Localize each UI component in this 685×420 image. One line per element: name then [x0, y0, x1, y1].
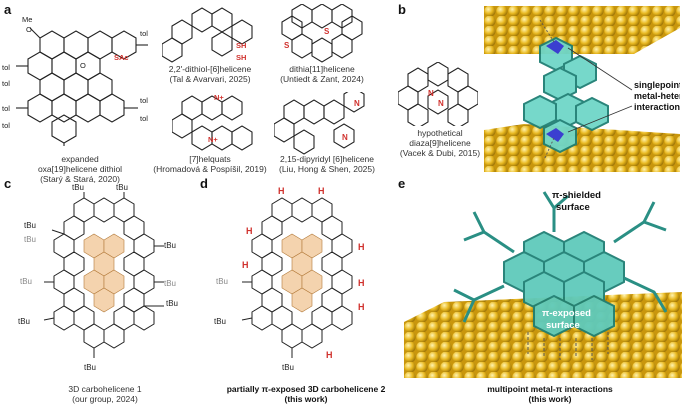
caption-helquat-line2: (Hromadová & Pospíšil, 2019) [153, 164, 267, 174]
panel-label-b: b [398, 2, 406, 17]
caption-diaza9: hypothetical diaza[9]helicene (Vacek & D… [392, 128, 488, 158]
caption-d-line1: partially π-exposed 3D carbohelicene 2 [226, 384, 386, 394]
caption-dipyridyl6-line2: (Liu, Hong & Shen, 2025) [279, 164, 375, 174]
diaza-n-label-2: N [438, 99, 444, 108]
helquat-7-structure: N+ N+ [172, 93, 253, 151]
caption-dithia11-line2: (Untiedt & Zant, 2024) [280, 74, 364, 84]
tbu-label-1: tBu [72, 183, 84, 192]
caption-dithia11-line1: dithia[11]helicene [289, 64, 355, 74]
caption-diaza9-line2: diaza[9]helicene [409, 138, 471, 148]
pyridyl-n-label-2: N [342, 133, 348, 142]
thioacetate-label-top: SAc [114, 53, 129, 62]
tbu-label-10: tBu [84, 363, 96, 372]
caption-dithia11: dithia[11]helicene (Untiedt & Zant, 2024… [262, 64, 382, 84]
oxygen-label-2: O [80, 61, 86, 70]
tolyl-label-5: tol [140, 29, 148, 38]
caption-oxa19-line2: oxa[19]helicene dithiol [37, 164, 123, 174]
tbu-label-3: tBu [24, 221, 36, 230]
hydrogen-label-1: H [278, 186, 285, 196]
panel-label-e: e [398, 176, 406, 191]
caption-dipyridyl6: 2,15-dipyridyl [6]helicene (Liu, Hong & … [262, 154, 392, 174]
carbohelicene-2-structure: H H H H tBu H H H tBu H tBu [214, 186, 365, 372]
annotation-line2: metal-heteroatom [634, 91, 680, 101]
caption-oxa19-line1: expanded [61, 154, 99, 164]
caption-d-line2: (this work) [284, 394, 328, 404]
caption-c-line1: 3D carbohelicene 1 [68, 384, 142, 394]
pyridinium-label-1: N+ [214, 93, 224, 102]
d-tbu-label-2: tBu [214, 317, 226, 326]
caption-oxa19-line3: (Starý & Stará, 2020) [40, 174, 120, 184]
caption-e-line1: multipoint metal-π interactions [487, 384, 613, 394]
carbohelicene-1-structure: tBu tBu tBu tBu tBu tBu tBu tBu tBu tBu [18, 183, 178, 372]
oxygen-label: O [26, 25, 32, 34]
hydrogen-label-3: H [246, 226, 253, 236]
dithiol-6-helicene-structure: SH SH [162, 7, 253, 63]
junction-rendering-b: singlepoint metal-heteroatom interaction [484, 6, 680, 172]
tbu-label-5: tBu [164, 241, 176, 250]
caption-e-line2: (this work) [528, 394, 572, 404]
hydrogen-label-5: H [242, 260, 249, 270]
gold-electrode-top [484, 6, 680, 54]
d-tbu-label-1: tBu [216, 277, 228, 286]
pyridyl-n-label-1: N [354, 99, 360, 108]
tolyl-label-1: tol [2, 63, 10, 72]
panel-label-d: d [200, 176, 208, 191]
caption-helquat-line1: [7]helquats [189, 154, 231, 164]
d-tbu-label-3: tBu [282, 363, 294, 372]
caption-dithiol6-line2: (Tal & Avarvari, 2025) [169, 74, 251, 84]
panel-label-c: c [4, 176, 12, 191]
methyl-label: Me [22, 15, 32, 24]
hydrogen-label-7: H [358, 302, 365, 312]
caption-helquat: [7]helquats (Hromadová & Pospíšil, 2019) [150, 154, 270, 174]
surface-rendering-e: π-shielded surface π-exposed surface [404, 190, 682, 378]
panel-label-a: a [4, 2, 12, 17]
dipyridyl-6-helicene-structure: N N [274, 92, 365, 155]
annotation-line3: interaction [634, 102, 680, 112]
caption-oxa19: expanded oxa[19]helicene dithiol (Starý … [10, 154, 150, 184]
caption-dipyridyl6-line1: 2,15-dipyridyl [6]helicene [279, 154, 375, 164]
tolyl-label-4: tol [2, 121, 10, 130]
annotation-line1: singlepoint [634, 80, 680, 90]
hydrogen-label-8: H [326, 350, 333, 360]
sulfur-label-2: S [324, 27, 330, 36]
caption-dithiol6: 2,2'-dithiol-[6]helicene (Tal & Avarvari… [150, 64, 270, 84]
caption-dithiol6-line1: 2,2'-dithiol-[6]helicene [168, 64, 252, 74]
tolyl-label-3: tol [2, 104, 10, 113]
caption-carbohelicene-2: partially π-exposed 3D carbohelicene 2 (… [208, 384, 404, 404]
tbu-label-4: tBu [24, 235, 36, 244]
diaza-n-label-1: N [428, 89, 434, 98]
caption-carbohelicene-1: 3D carbohelicene 1 (our group, 2024) [40, 384, 170, 404]
pi-exposed-line1: π-exposed [542, 308, 591, 319]
hydrogen-label-2: H [318, 186, 325, 196]
dithia-11-helicene-structure: S S [281, 4, 363, 63]
caption-diaza9-line1: hypothetical [417, 128, 463, 138]
sulfur-label-1: S [284, 41, 290, 50]
pi-shielded-line2: surface [556, 202, 590, 213]
hydrogen-label-6: H [358, 278, 365, 288]
tbu-label-2: tBu [116, 183, 128, 192]
tbu-label-6: tBu [20, 277, 32, 286]
caption-diaza9-line3: (Vacek & Dubi, 2015) [399, 148, 481, 158]
thiol-label-2: SH [236, 53, 246, 62]
pyridinium-label-2: N+ [208, 135, 218, 144]
hydrogen-label-4: H [358, 242, 365, 252]
tolyl-label-6: tol [140, 96, 148, 105]
pi-exposed-line2: surface [546, 320, 580, 331]
tbu-label-8: tBu [166, 299, 178, 308]
caption-c-line2: (our group, 2024) [72, 394, 138, 404]
tolyl-label-2: tol [2, 79, 10, 88]
diaza-9-helicene-structure: N N [398, 62, 478, 126]
pi-shielded-line1: π-shielded [552, 190, 601, 201]
tbu-label-7: tBu [164, 279, 176, 288]
tbu-label-9: tBu [18, 317, 30, 326]
thiol-label-1: SH [236, 41, 246, 50]
caption-multipoint: multipoint metal-π interactions (this wo… [470, 384, 630, 404]
tolyl-label-7: tol [140, 114, 148, 123]
oxa19-helicene-structure: Me O O SAc SAc tol tol tol tol tol tol t… [2, 15, 148, 146]
gold-electrode-bottom [484, 124, 680, 172]
